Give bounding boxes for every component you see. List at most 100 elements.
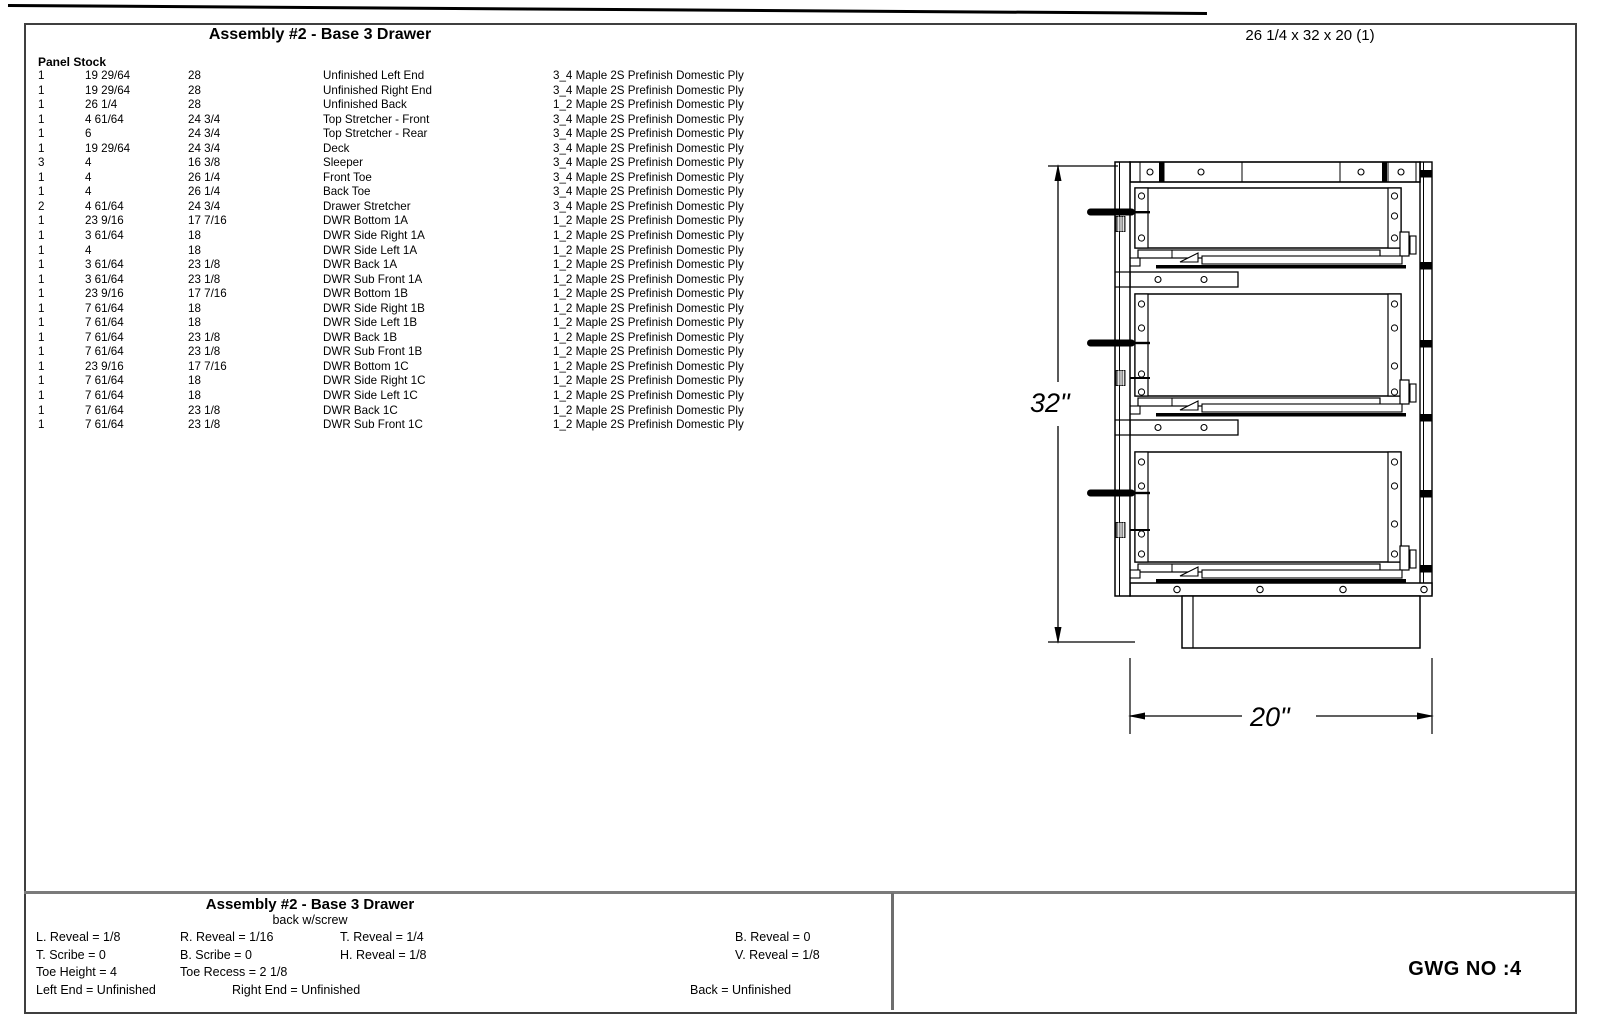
cell-length: 28 [188, 83, 201, 97]
cell-qty: 1 [38, 272, 45, 286]
cell-part-name: DWR Sub Front 1A [323, 272, 423, 286]
cell-material: 1_2 Maple 2S Prefinish Domestic Ply [553, 330, 744, 344]
cell-material: 1_2 Maple 2S Prefinish Domestic Ply [553, 229, 744, 243]
width-dim-label: 20" [1249, 702, 1291, 732]
cell-width: 7 61/64 [85, 301, 124, 315]
spec-r-reveal: R. Reveal = 1/16 [180, 930, 274, 944]
cell-material: 3_4 Maple 2S Prefinish Domestic Ply [553, 141, 744, 155]
spec-l-reveal: L. Reveal = 1/8 [36, 930, 121, 944]
top-stretcher [1129, 161, 1421, 183]
cell-part-name: Unfinished Left End [323, 69, 425, 82]
cell-qty: 1 [38, 345, 45, 359]
cell-part-name: DWR Bottom 1B [323, 287, 409, 301]
drawer-1-handle [1087, 208, 1150, 232]
cell-material: 1_2 Maple 2S Prefinish Domestic Ply [553, 258, 744, 272]
cell-material: 1_2 Maple 2S Prefinish Domestic Ply [553, 272, 744, 286]
cell-length: 17 7/16 [188, 287, 227, 301]
cell-material: 1_2 Maple 2S Prefinish Domestic Ply [553, 389, 744, 403]
cell-material: 1_2 Maple 2S Prefinish Domestic Ply [553, 345, 744, 359]
cell-width: 26 1/4 [85, 98, 118, 112]
cell-part-name: Sleeper [323, 156, 363, 170]
cell-material: 3_4 Maple 2S Prefinish Domestic Ply [553, 156, 744, 170]
cell-width: 7 61/64 [85, 374, 124, 388]
drawer-3-slide [1125, 563, 1406, 583]
cell-part-name: DWR Bottom 1C [323, 359, 409, 373]
cell-width: 19 29/64 [85, 69, 131, 82]
cell-width: 3 61/64 [85, 229, 124, 243]
cell-material: 1_2 Maple 2S Prefinish Domestic Ply [553, 374, 744, 388]
toe-kick [1181, 595, 1421, 649]
cell-length: 23 1/8 [188, 272, 221, 286]
spec-right-end: Right End = Unfinished [232, 983, 361, 997]
cell-qty: 1 [38, 170, 45, 184]
cell-material: 3_4 Maple 2S Prefinish Domestic Ply [553, 112, 744, 126]
page-title: Assembly #2 - Base 3 Drawer [208, 26, 432, 43]
cell-qty: 1 [38, 418, 45, 432]
drawer-3-handle [1087, 489, 1150, 538]
cell-qty: 1 [38, 374, 45, 388]
cell-qty: 1 [38, 359, 45, 373]
cabinet-back-rail [1419, 161, 1433, 595]
cell-material: 3_4 Maple 2S Prefinish Domestic Ply [553, 127, 744, 141]
cell-material: 3_4 Maple 2S Prefinish Domestic Ply [553, 83, 744, 97]
cell-width: 4 [85, 243, 92, 257]
cell-width: 4 61/64 [85, 112, 124, 126]
cell-part-name: DWR Side Right 1C [323, 374, 426, 388]
cell-length: 18 [188, 229, 201, 243]
cell-width: 7 61/64 [85, 316, 124, 330]
cell-qty: 1 [38, 258, 45, 272]
cell-qty: 1 [38, 287, 45, 301]
cell-length: 24 3/4 [188, 199, 221, 213]
cell-width: 23 9/16 [85, 214, 124, 228]
cell-part-name: DWR Sub Front 1B [323, 345, 423, 359]
drawer-2-handle [1087, 339, 1150, 386]
cell-part-name: Back Toe [323, 185, 371, 199]
cell-length: 28 [188, 98, 201, 112]
cell-length: 18 [188, 316, 201, 330]
spec-t-reveal: T. Reveal = 1/4 [340, 930, 424, 944]
drawer-3 [1125, 451, 1417, 583]
cell-material: 3_4 Maple 2S Prefinish Domestic Ply [553, 170, 744, 184]
cell-width: 7 61/64 [85, 389, 124, 403]
cell-material: 3_4 Maple 2S Prefinish Domestic Ply [553, 199, 744, 213]
cell-part-name: Deck [323, 141, 350, 155]
cell-part-name: Top Stretcher - Rear [323, 127, 428, 141]
height-dim-label: 32" [1030, 388, 1071, 418]
drawer-1 [1125, 187, 1417, 269]
footer-divider-horizontal [24, 891, 1575, 894]
cell-part-name: DWR Bottom 1A [323, 214, 409, 228]
cell-part-name: DWR Back 1A [323, 258, 398, 272]
cell-qty: 1 [38, 403, 45, 417]
cell-qty: 1 [38, 330, 45, 344]
spec-back: Back = Unfinished [690, 983, 792, 997]
spec-toe-height: Toe Height = 4 [36, 965, 117, 979]
cell-qty: 1 [38, 389, 45, 403]
cell-length: 26 1/4 [188, 185, 221, 199]
cell-material: 1_2 Maple 2S Prefinish Domestic Ply [553, 301, 744, 315]
cell-length: 24 3/4 [188, 127, 221, 141]
cell-part-name: DWR Back 1C [323, 403, 398, 417]
cell-width: 7 61/64 [85, 330, 124, 344]
cell-material: 1_2 Maple 2S Prefinish Domestic Ply [553, 243, 744, 257]
cell-qty: 1 [38, 185, 45, 199]
cell-material: 1_2 Maple 2S Prefinish Domestic Ply [553, 403, 744, 417]
spec-h-reveal: H. Reveal = 1/8 [340, 948, 427, 962]
cell-part-name: DWR Sub Front 1C [323, 418, 423, 432]
drawer-stretcher-plate-2 [1129, 419, 1239, 436]
cell-qty: 1 [38, 69, 45, 82]
